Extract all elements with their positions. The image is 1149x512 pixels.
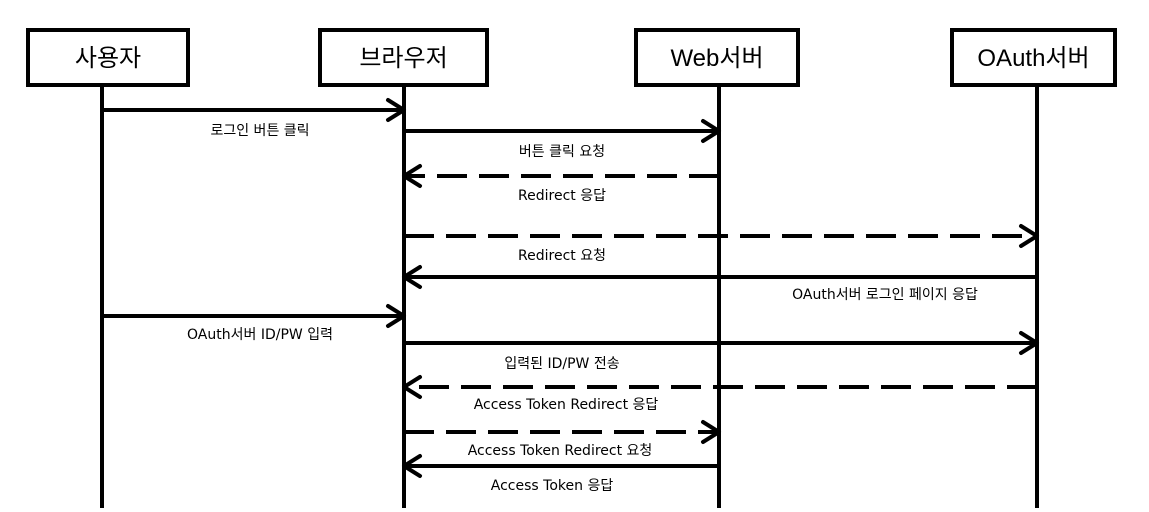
participant-label: Web서버 [670, 45, 763, 72]
arrow-head-icon [402, 265, 422, 289]
message-label: Redirect 응답 [518, 188, 606, 204]
message-4: Redirect 요청 [404, 224, 1039, 264]
message-label: Access Token Redirect 응답 [474, 397, 659, 413]
message-7: 입력된 ID/PW 전송 [404, 331, 1039, 372]
message-6: OAuth서버 ID/PW 입력 [102, 304, 406, 343]
arrow-head-icon [402, 375, 422, 399]
lifelines [100, 85, 1039, 508]
message-8: Access Token Redirect 응답 [402, 375, 1037, 413]
participant-box [950, 28, 1117, 87]
participants: 사용자 브라우저 Web서버 OAuth서버 [26, 28, 1117, 87]
message-3: Redirect 응답 [402, 164, 719, 204]
message-1: 로그인 버튼 클릭 [102, 98, 406, 139]
message-label: 입력된 ID/PW 전송 [504, 356, 619, 372]
message-label: Access Token 응답 [491, 478, 614, 494]
participant-browser: 브라우저 [318, 28, 489, 87]
arrow-head-icon [402, 164, 422, 188]
message-label: Access Token Redirect 요청 [468, 443, 653, 459]
participant-oauth: OAuth서버 [950, 28, 1117, 87]
message-label: OAuth서버 ID/PW 입력 [187, 327, 333, 343]
message-5: OAuth서버 로그인 페이지 응답 [402, 265, 1037, 303]
arrow-head-icon [701, 420, 721, 444]
arrow-head-icon [386, 98, 406, 122]
arrow-head-icon [1019, 224, 1039, 248]
message-label: Redirect 요청 [518, 248, 606, 264]
message-label: 로그인 버튼 클릭 [210, 123, 309, 139]
participant-box [634, 28, 800, 87]
message-label: OAuth서버 로그인 페이지 응답 [792, 287, 978, 303]
participant-user: 사용자 [26, 28, 190, 87]
arrow-head-icon [1019, 331, 1039, 355]
message-label: 버튼 클릭 요청 [519, 144, 605, 160]
arrow-head-icon [386, 304, 406, 328]
message-2: 버튼 클릭 요청 [404, 119, 721, 160]
participant-label: 브라우저 [359, 45, 447, 72]
arrow-head-icon [701, 119, 721, 143]
participant-box [26, 28, 190, 87]
participant-web: Web서버 [634, 28, 800, 87]
arrow-head-icon [402, 454, 422, 478]
participant-box [318, 28, 489, 87]
participant-label: 사용자 [75, 45, 141, 72]
participant-label: OAuth서버 [977, 45, 1089, 72]
message-9: Access Token Redirect 요청 [404, 420, 721, 459]
message-10: Access Token 응답 [402, 454, 719, 494]
